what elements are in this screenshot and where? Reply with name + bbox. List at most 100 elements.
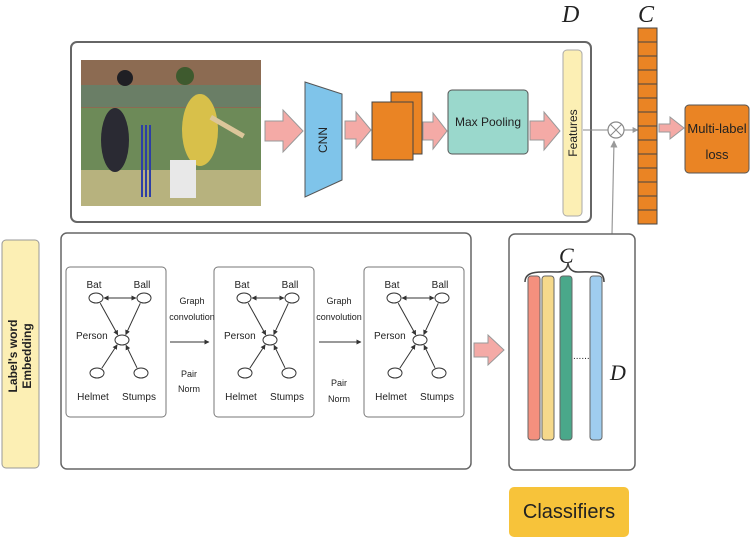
word-embedding-block	[1, 239, 40, 469]
transition-2: Graph convolution Pair Norm	[316, 296, 362, 404]
classifier-dots: ......	[573, 351, 590, 362]
graph-edge	[247, 302, 267, 336]
max-pooling-block	[447, 89, 529, 155]
pair-norm-label-2b: Norm	[328, 394, 350, 404]
graph-edge	[399, 344, 416, 369]
graph-label-helmet: Helmet	[375, 392, 407, 403]
graph-edge	[273, 344, 286, 369]
classifier-bars	[527, 275, 603, 441]
classifiers-brace	[524, 261, 605, 283]
graph-node-person	[262, 334, 278, 346]
score-cell	[637, 55, 658, 71]
score-cell	[637, 125, 658, 141]
score-cell	[637, 181, 658, 197]
classifier-bar	[559, 275, 573, 441]
graph-convolution-label-1a: Graph	[179, 296, 204, 306]
loss-label-line1: Multi-label	[687, 121, 746, 136]
score-cell	[637, 139, 658, 155]
graph-node-bat	[386, 292, 402, 304]
graph-edge	[249, 344, 266, 369]
graph-node-person	[114, 334, 130, 346]
cricket-photo	[81, 60, 261, 206]
features-dim-d-label: D	[561, 2, 579, 28]
graph-node-person	[412, 334, 428, 346]
graph-edge	[397, 302, 417, 336]
cnn-to-maps-arrow	[344, 110, 372, 150]
pair-norm-label-2a: Pair	[331, 378, 347, 388]
classes-dim-c-label: C	[638, 2, 655, 28]
graph-node-helmet	[237, 367, 253, 379]
graph-node-stumps	[281, 367, 297, 379]
graph-convolution-label-2b: convolution	[316, 312, 362, 322]
graph-node-stumps	[431, 367, 447, 379]
cnn-label: CNN	[316, 127, 330, 153]
score-cell	[637, 83, 658, 99]
photo-to-cnn-arrow	[264, 108, 304, 154]
graph-edge	[423, 344, 436, 369]
graph-edge	[101, 344, 118, 369]
score-cell	[637, 111, 658, 127]
graph-label-ball: Ball	[134, 280, 151, 291]
graph-node-helmet	[89, 367, 105, 379]
graph-label-bat: Bat	[234, 280, 249, 291]
classifier-bar	[589, 275, 603, 441]
embedding-label-line2: Embedding	[20, 323, 34, 388]
classifier-bar	[541, 275, 555, 441]
score-cell	[637, 41, 658, 57]
classifiers-label: Classifiers	[523, 501, 615, 523]
graph-edge	[125, 303, 141, 336]
pooling-to-features-arrow	[529, 110, 561, 152]
loss-label-line2: loss	[705, 147, 729, 162]
graph-edge	[99, 302, 119, 336]
pair-norm-label-1a: Pair	[181, 369, 197, 379]
graph-label-stumps: Stumps	[420, 392, 454, 403]
graph-edge	[423, 303, 439, 336]
graph-node-bat	[236, 292, 252, 304]
graph-edge	[273, 303, 289, 336]
score-cell	[637, 69, 658, 85]
multi-label-loss-block	[684, 104, 750, 174]
maps-to-pooling-arrow	[422, 111, 448, 151]
classifiers-dim-c-label: C	[559, 243, 574, 268]
graph-label-person: Person	[224, 331, 256, 342]
graph-label-ball: Ball	[282, 280, 299, 291]
graph-label-stumps: Stumps	[270, 392, 304, 403]
pair-norm-label-1b: Norm	[178, 384, 200, 394]
classifiers-to-multiply-arrow	[610, 140, 618, 235]
feature-maps	[371, 91, 423, 161]
graph-label-ball: Ball	[432, 280, 449, 291]
score-vector	[637, 27, 658, 225]
graph-label-helmet: Helmet	[77, 392, 109, 403]
classifiers-label-box	[509, 487, 629, 537]
graph-node-ball	[284, 292, 300, 304]
graph-label-person: Person	[76, 331, 108, 342]
score-cell	[637, 27, 658, 43]
gcn-to-classifiers-arrow	[473, 333, 505, 367]
score-cell	[637, 97, 658, 113]
graph-node-ball	[136, 292, 152, 304]
score-cell	[637, 209, 658, 225]
score-cell	[637, 195, 658, 211]
score-cell	[637, 167, 658, 183]
features-block	[562, 49, 583, 217]
graph-label-bat: Bat	[86, 280, 101, 291]
score-cell	[637, 153, 658, 169]
cnn-block	[304, 81, 343, 198]
classifiers-dim-d-label: D	[609, 360, 626, 385]
max-pooling-label: Max Pooling	[455, 115, 521, 129]
graph-convolution-label-1b: convolution	[169, 312, 215, 322]
scores-to-loss-arrow	[658, 115, 685, 141]
graph-node-ball	[434, 292, 450, 304]
graph-edge	[125, 344, 138, 369]
features-label: Features	[566, 109, 580, 156]
graph-label-stumps: Stumps	[122, 392, 156, 403]
transition-1: Graph convolution Pair Norm	[169, 296, 215, 394]
graph-convolution-label-2a: Graph	[326, 296, 351, 306]
graph-label-helmet: Helmet	[225, 392, 257, 403]
graph-label-bat: Bat	[384, 280, 399, 291]
